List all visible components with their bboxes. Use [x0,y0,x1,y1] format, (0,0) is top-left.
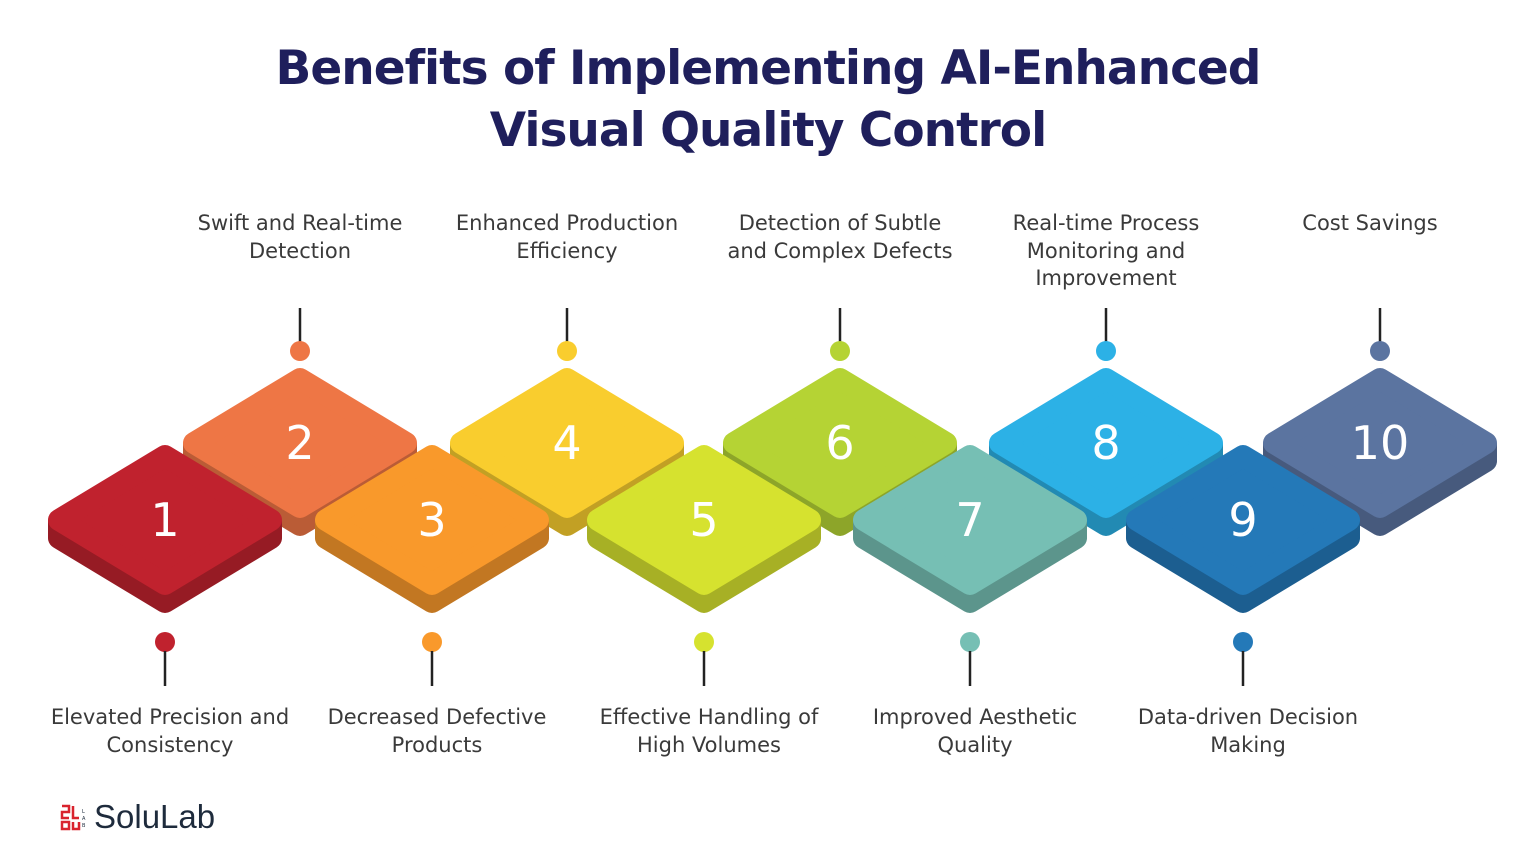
step-dot [960,632,980,652]
svg-text:B: B [82,823,86,829]
step-10-label: Cost Savings [1302,211,1438,235]
step-number: 2 [285,416,314,470]
step-1-tile: 1 [48,445,282,613]
step-8-label: Real-time Process Monitoring and Improve… [1012,211,1200,290]
step-dot [1096,341,1116,361]
step-number: 9 [1228,493,1257,547]
step-number: 8 [1091,416,1120,470]
brand-name: SoluLab [94,798,216,835]
step-number: 10 [1351,416,1410,470]
step-1-label: Elevated Precision and Consistency [50,705,290,757]
title-line-1: Benefits of Implementing AI-Enhanced [275,41,1262,96]
step-3-tile: 3 [315,445,549,613]
title-line-2: Visual Quality Control [489,103,1047,158]
step-9-connector [1233,632,1253,686]
step-9-tile: 9 [1126,445,1360,613]
step-dot [694,632,714,652]
step-1-connector [155,632,175,686]
step-number: 3 [417,493,446,547]
step-9-label: Data-driven Decision Making [1137,705,1359,757]
step-5-tile: 5 [587,445,821,613]
step-3-connector [422,632,442,686]
step-dot [1370,341,1390,361]
svg-text:A: A [82,816,86,822]
step-10-tile: 10 [1263,368,1497,536]
step-number: 1 [150,493,179,547]
step-number: 7 [955,493,984,547]
solulab-logo: L A B SoluLab [60,798,215,836]
step-dot [290,341,310,361]
step-4-tile: 4 [450,368,684,536]
step-number: 6 [825,416,854,470]
solulab-mark-icon: L A B [60,804,86,831]
step-8-connector [1096,308,1116,361]
step-5-connector [694,632,714,686]
step-4-connector [557,308,577,361]
step-7-tile: 7 [853,445,1087,613]
step-dot [155,632,175,652]
step-5-label: Effective Handling of High Volumes [599,705,819,757]
step-dot [422,632,442,652]
step-number: 5 [689,493,718,547]
step-2-label: Swift and Real-time Detection [197,211,403,263]
step-6-connector [830,308,850,361]
step-4-label: Enhanced Production Efficiency [455,211,679,263]
page-title: Benefits of Implementing AI-Enhanced Vis… [0,38,1536,162]
step-10-connector [1370,308,1390,361]
step-2-tile: 2 [183,368,417,536]
step-7-connector [960,632,980,686]
step-number: 4 [552,416,581,470]
step-6-label: Detection of Subtle and Complex Defects [727,211,953,263]
step-8-tile: 8 [989,368,1223,536]
svg-text:L: L [82,809,85,815]
step-dot [830,341,850,361]
step-3-label: Decreased Defective Products [327,705,547,757]
step-dot [1233,632,1253,652]
step-7-label: Improved Aesthetic Quality [872,705,1078,757]
step-2-connector [290,308,310,361]
step-dot [557,341,577,361]
